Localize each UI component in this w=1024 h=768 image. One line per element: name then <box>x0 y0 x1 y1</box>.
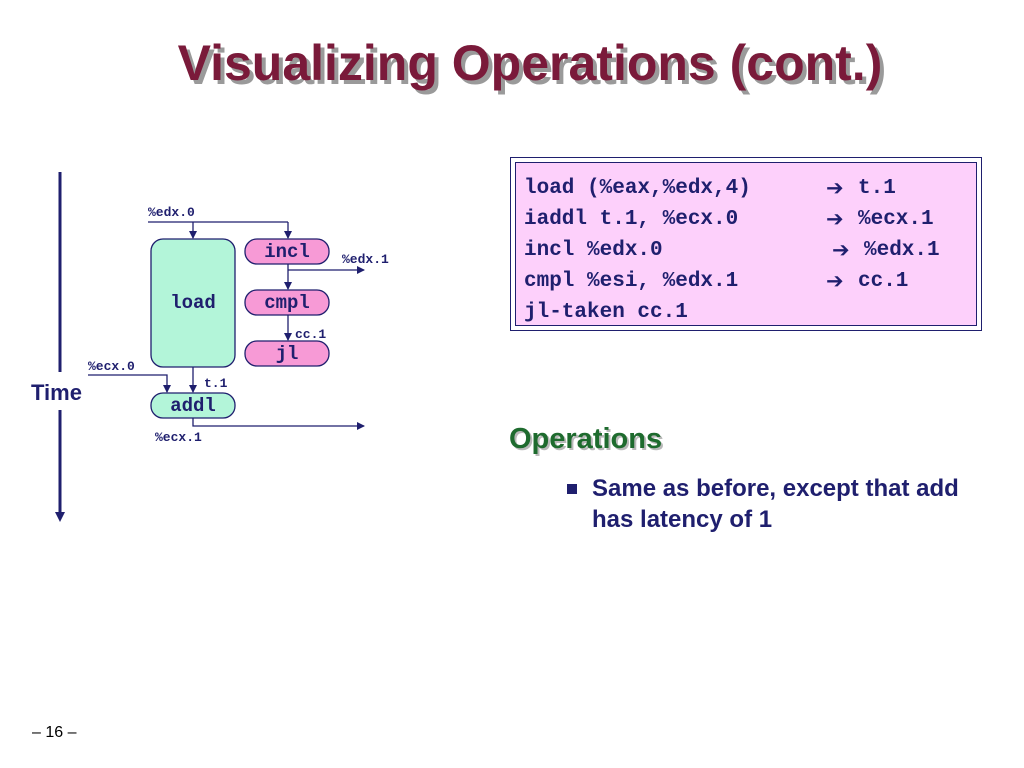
incl-node-label: incl <box>264 241 310 263</box>
edx0-label: %edx.0 <box>148 205 195 220</box>
slide-number: – 16 – <box>32 724 77 741</box>
bullet-icon <box>567 478 581 494</box>
code-instr: cmpl %esi, %edx.1 <box>524 270 739 293</box>
cmpl-node <box>244 289 330 316</box>
code-dest: %ecx.1 <box>858 208 934 231</box>
code-line: iaddl t.1, %ecx.0 ➔ %ecx.1 <box>524 204 976 235</box>
code-box: load (%eax,%edx,4) ➔ t.1 iaddl t.1, %ecx… <box>510 157 982 331</box>
code-line: jl-taken cc.1 <box>524 297 976 328</box>
code-box-inner: load (%eax,%edx,4) ➔ t.1 iaddl t.1, %ecx… <box>515 162 977 326</box>
jl-node <box>244 340 330 367</box>
right-arrow-icon: ➔ <box>832 238 850 262</box>
code-dest: t.1 <box>858 177 896 200</box>
addl-node-label: addl <box>170 395 216 417</box>
time-axis-arrowhead <box>55 512 65 522</box>
operations-heading: Operations <box>509 423 663 455</box>
cmpl-node-label: cmpl <box>264 292 310 314</box>
code-instr: load (%eax,%edx,4) <box>524 177 751 200</box>
code-line: incl %edx.0 ➔ %edx.1 <box>524 235 976 266</box>
t1-label: t.1 <box>204 376 228 391</box>
right-arrow-icon: ➔ <box>826 269 844 293</box>
code-instr: incl %edx.0 <box>524 239 663 262</box>
code-line: load (%eax,%edx,4) ➔ t.1 <box>524 173 976 204</box>
jl-node-label: jl <box>276 343 299 365</box>
time-label: Time <box>31 380 82 405</box>
right-arrow-icon: ➔ <box>826 176 844 200</box>
cc1-label: cc.1 <box>295 327 326 342</box>
ecx0-line <box>88 374 171 393</box>
incl-node <box>244 238 330 265</box>
right-arrow-icon: ➔ <box>826 207 844 231</box>
code-dest: %edx.1 <box>864 239 940 262</box>
code-instr: iaddl t.1, %ecx.0 <box>524 208 739 231</box>
slide-title: Visualizing Operations (cont.) <box>177 35 883 91</box>
code-instr: jl-taken cc.1 <box>524 301 688 324</box>
code-line: cmpl %esi, %edx.1 ➔ cc.1 <box>524 266 976 297</box>
load-node-label: load <box>170 292 216 314</box>
ecx0-label: %ecx.0 <box>88 359 135 374</box>
ecx1-line <box>192 418 365 430</box>
code-dest: cc.1 <box>858 270 909 293</box>
edx1-label: %edx.1 <box>342 252 389 267</box>
operations-bullet: Same as before, except that add has late… <box>592 475 959 533</box>
square-bullet-icon <box>567 484 577 494</box>
ecx1-label: %ecx.1 <box>155 430 202 445</box>
